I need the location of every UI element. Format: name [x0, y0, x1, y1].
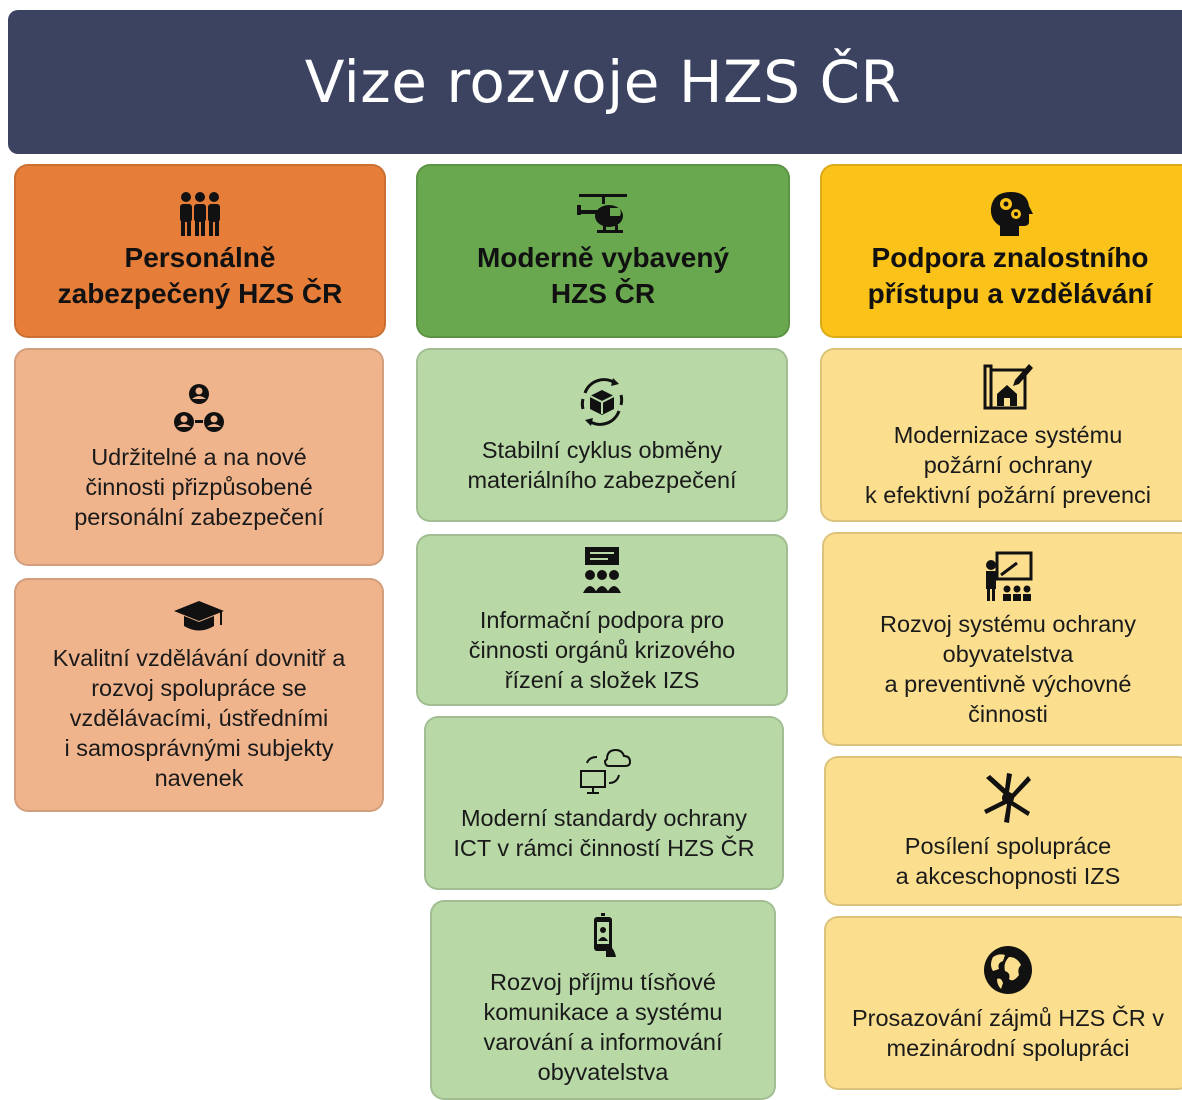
phone-alert-icon: [576, 913, 630, 961]
equipment-item-4: Rozvoj příjmu tísňové komunikace a systé…: [430, 900, 776, 1100]
globe-icon: [981, 943, 1035, 997]
meeting-board-icon: [575, 545, 629, 599]
personnel-item-2-text: Kvalitní vzdělávání dovnitř a rozvoj spo…: [52, 645, 346, 791]
personnel-item-1-text: Udržitelné a na nové činnosti přizpůsobe…: [74, 444, 324, 530]
equipment-item-2-text: Informační podpora pro činnosti orgánů k…: [468, 607, 736, 693]
equipment-item-1: Stabilní cyklus obměny materiálního zabe…: [416, 348, 788, 522]
pillar-knowledge-title: Podpora znalostního přístupu a vzděláván…: [867, 242, 1153, 309]
cloud-computer-icon: [577, 743, 631, 797]
people-network-icon: [172, 382, 226, 436]
knowledge-item-3: Posílení spolupráce a akceschopnosti IZS: [824, 756, 1182, 906]
knowledge-item-1-text: Modernizace systému požární ochrany k ef…: [864, 422, 1152, 508]
knowledge-item-1: Modernizace systému požární ochrany k ef…: [820, 348, 1182, 522]
equipment-item-1-text: Stabilní cyklus obměny materiálního zabe…: [467, 437, 737, 493]
pillar-equipment-title: Moderně vybavený HZS ČR: [476, 242, 730, 309]
head-gears-icon: [982, 190, 1038, 238]
equipment-item-3: Moderní standardy ochrany ICT v rámci či…: [424, 716, 784, 890]
personnel-item-2: Kvalitní vzdělávání dovnitř a rozvoj spo…: [14, 578, 384, 812]
teacher-board-icon: [981, 549, 1035, 603]
joined-hands-icon: [981, 771, 1035, 825]
box-cycle-icon: [575, 375, 629, 429]
knowledge-item-4: Prosazování zájmů HZS ČR v mezinárodní s…: [824, 916, 1182, 1090]
knowledge-item-4-text: Prosazování zájmů HZS ČR v mezinárodní s…: [851, 1005, 1165, 1061]
page-title: Vize rozvoje HZS ČR: [304, 48, 902, 116]
knowledge-item-2-text: Rozvoj systému ochrany obyvatelstva a pr…: [880, 611, 1136, 727]
pillar-knowledge-header: Podpora znalostního přístupu a vzděláván…: [820, 164, 1182, 338]
people-group-icon: [172, 190, 228, 238]
pillar-personnel-header: Personálně zabezpečený HZS ČR: [14, 164, 386, 338]
pillar-equipment-header: Moderně vybavený HZS ČR: [416, 164, 790, 338]
graduation-cap-icon: [172, 597, 226, 637]
title-banner: Vize rozvoje HZS ČR: [8, 10, 1182, 154]
house-plan-icon: [981, 360, 1035, 414]
knowledge-item-2: Rozvoj systému ochrany obyvatelstva a pr…: [822, 532, 1182, 746]
helicopter-icon: [575, 190, 631, 238]
knowledge-item-3-text: Posílení spolupráce a akceschopnosti IZS: [895, 833, 1121, 889]
personnel-item-1: Udržitelné a na nové činnosti přizpůsobe…: [14, 348, 384, 566]
pillar-personnel-title: Personálně zabezpečený HZS ČR: [57, 242, 343, 309]
equipment-item-2: Informační podpora pro činnosti orgánů k…: [416, 534, 788, 706]
equipment-item-4-text: Rozvoj příjmu tísňové komunikace a systé…: [483, 969, 723, 1085]
equipment-item-3-text: Moderní standardy ochrany ICT v rámci či…: [453, 805, 755, 861]
